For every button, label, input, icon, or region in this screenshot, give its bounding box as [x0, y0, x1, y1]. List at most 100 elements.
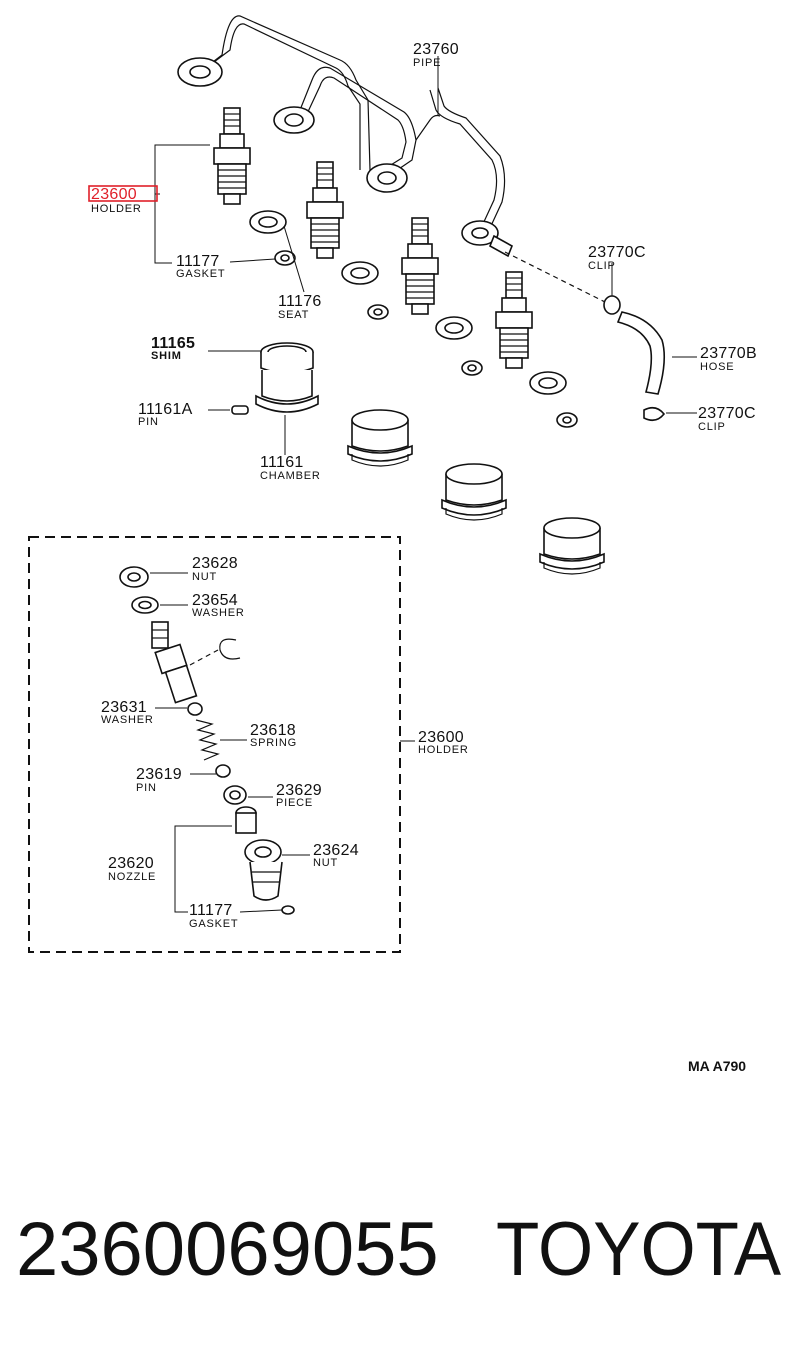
callout-number: 23600	[91, 186, 137, 203]
callout-name: NUT	[192, 571, 217, 583]
callout-chamber[interactable]: 11161 CHAMBER	[260, 454, 321, 482]
callout-name: GASKET	[189, 918, 238, 930]
callout-gasket-bottom[interactable]: 11177 GASKET	[189, 902, 238, 930]
callout-clip-lower[interactable]: 23770C CLIP	[698, 405, 756, 433]
spring-part	[195, 719, 220, 761]
exploded-view-frame	[28, 536, 401, 953]
callout-number: 23760	[413, 41, 459, 58]
callout-name: NOZZLE	[108, 871, 156, 883]
callout-number: 23770C	[588, 244, 646, 261]
piece-part	[223, 785, 247, 805]
callout-name: PIN	[136, 782, 157, 794]
callout-name: GASKET	[176, 268, 225, 280]
callout-clip-upper[interactable]: 23770C CLIP	[588, 244, 646, 272]
brand-name: TOYOTA	[496, 1207, 781, 1292]
nozzle-nut-part	[244, 839, 283, 901]
callout-name: CLIP	[588, 260, 616, 272]
chamber-pin	[231, 405, 249, 415]
small-pin-part	[215, 764, 231, 778]
callout-washer-top[interactable]: 23654 WASHER	[192, 592, 245, 619]
leak-off-hose	[504, 251, 666, 422]
injection-pipe-assembly	[177, 15, 514, 258]
callout-number: 11165	[151, 335, 195, 352]
callout-spring[interactable]: 23618 SPRING	[250, 722, 297, 749]
callout-number: 11161A	[138, 401, 193, 418]
chamber-with-shim	[255, 342, 319, 413]
small-gasket-part	[281, 905, 295, 915]
combustion-chambers	[231, 342, 605, 575]
callout-number: 23629	[276, 782, 322, 799]
callout-number: 23600	[418, 729, 464, 746]
callout-number: 23619	[136, 766, 182, 783]
seat-ring-1	[249, 210, 287, 234]
callout-piece[interactable]: 23629 PIECE	[276, 782, 322, 809]
callout-pin-chamber[interactable]: 11161A PIN	[138, 401, 193, 428]
callout-seat[interactable]: 11176 SEAT	[278, 293, 322, 321]
callout-labels: 23760 PIPE 23600 HOLDER 11177 GASKET 111…	[91, 41, 757, 930]
callout-nut-bottom[interactable]: 23624 NUT	[313, 842, 359, 869]
chamber-3	[441, 463, 507, 521]
callout-hose[interactable]: 23770B HOSE	[700, 345, 757, 373]
washer-part	[131, 596, 159, 614]
callout-name: HOLDER	[418, 744, 469, 756]
injector-holder-1	[213, 107, 251, 205]
gasket-ring-3	[461, 360, 483, 376]
injector-holder-4	[495, 271, 533, 369]
callout-name: WASHER	[192, 607, 245, 619]
callout-shim[interactable]: 11165 SHIM	[151, 335, 195, 362]
hose-clip-upper	[603, 295, 621, 315]
nut-part	[119, 566, 149, 588]
gasket-ring-4	[556, 412, 578, 428]
callout-number: 23628	[192, 555, 238, 572]
callout-pipe[interactable]: 23760 PIPE	[413, 41, 459, 69]
callout-name: SHIM	[151, 350, 182, 362]
gasket-ring-2	[367, 304, 389, 320]
callout-name: SPRING	[250, 737, 297, 749]
callout-pin-small[interactable]: 23619 PIN	[136, 766, 182, 794]
small-washer-part	[187, 702, 203, 716]
seat-ring-4	[529, 371, 567, 395]
callout-number: 11161	[260, 454, 304, 471]
callout-nozzle[interactable]: 23620 NOZZLE	[108, 855, 156, 883]
chamber-4	[539, 517, 605, 575]
callout-number: 23654	[192, 592, 238, 609]
callout-number: 23770B	[700, 345, 757, 362]
callout-number: 23620	[108, 855, 154, 872]
callout-name: NUT	[313, 857, 338, 869]
callout-name: WASHER	[101, 714, 154, 726]
callout-name: HOLDER	[91, 203, 142, 215]
callout-number: 23631	[101, 699, 147, 716]
callout-washer-mid[interactable]: 23631 WASHER	[101, 699, 154, 726]
callout-number: 23770C	[698, 405, 756, 422]
callout-gasket-top[interactable]: 11177 GASKET	[176, 253, 225, 280]
callout-number: 23624	[313, 842, 359, 859]
nozzle-part	[235, 806, 257, 834]
callout-number: 11176	[278, 293, 322, 310]
hose-clip-lower	[643, 406, 666, 422]
exploded-holder-parts	[119, 566, 295, 915]
callout-name: PIPE	[413, 57, 441, 69]
seat-ring-3	[435, 316, 473, 340]
callout-holder-right[interactable]: 23600 HOLDER	[418, 729, 469, 756]
callout-nut-top[interactable]: 23628 NUT	[192, 555, 238, 583]
callout-number: 11177	[189, 902, 233, 919]
part-number: 2360069055	[16, 1207, 439, 1292]
callout-name: CHAMBER	[260, 470, 321, 482]
callout-name: HOSE	[700, 361, 734, 373]
holder-body-part	[151, 621, 198, 704]
callout-holder-top[interactable]: 23600 HOLDER	[91, 186, 142, 215]
callout-number: 23618	[250, 722, 296, 739]
chamber-2	[347, 409, 413, 467]
callout-name: SEAT	[278, 309, 309, 321]
diagram-code: MA A790	[688, 1058, 746, 1074]
callout-name: PIECE	[276, 797, 313, 809]
leader-lines	[150, 56, 697, 913]
seat-ring-2	[341, 261, 379, 285]
selected-part-highlight	[88, 185, 158, 202]
callout-number: 11177	[176, 253, 220, 270]
injector-holder-2	[306, 161, 344, 259]
callout-name: CLIP	[698, 421, 726, 433]
retaining-clip-part	[219, 638, 241, 660]
injector-holder-3	[401, 217, 439, 315]
